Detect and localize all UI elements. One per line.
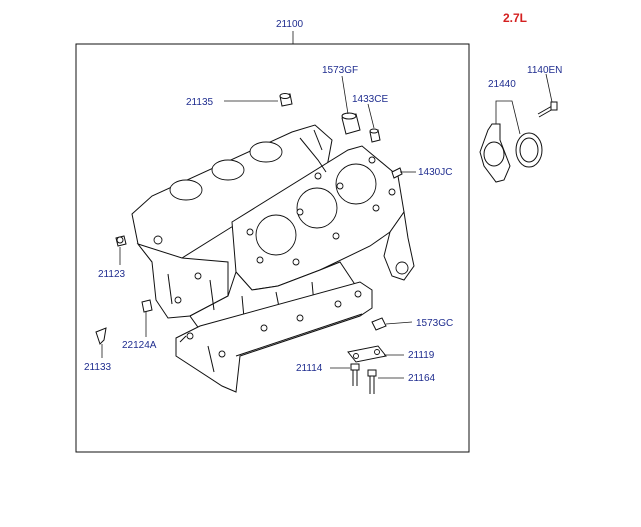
callout-1430JC[interactable]: 1430JC (418, 167, 452, 178)
callout-21440[interactable]: 21440 (488, 79, 516, 90)
part-1430JC[interactable] (391, 167, 403, 179)
assembly-frame (75, 43, 470, 453)
part-21119[interactable] (347, 345, 387, 363)
callout-21114[interactable]: 21114 (296, 363, 323, 374)
engine-variant-label: 2.7L (503, 11, 527, 25)
part-21133[interactable] (95, 327, 107, 345)
callout-22124A[interactable]: 22124A (122, 340, 157, 351)
part-21123[interactable] (115, 235, 127, 247)
callout-1573GC[interactable]: 1573GC (416, 318, 453, 329)
callout-1433CE[interactable]: 1433CE (352, 94, 388, 105)
callout-1573GF[interactable]: 1573GF (322, 65, 358, 76)
part-21164[interactable] (367, 369, 377, 394)
leader-lines (101, 73, 553, 379)
part-1573GC[interactable] (371, 317, 387, 331)
callout-21123[interactable]: 21123 (98, 269, 126, 280)
callout-21119[interactable]: 21119 (408, 350, 435, 361)
callout-21164[interactable]: 21164 (408, 373, 436, 384)
part-22124A[interactable] (141, 299, 153, 313)
part-1573GF[interactable] (341, 112, 361, 135)
part-1433CE[interactable] (369, 128, 381, 143)
part-21440[interactable] (479, 123, 543, 183)
cylinder-block-drawing (131, 124, 415, 393)
callout-21135[interactable]: 21135 (186, 97, 214, 108)
part-21114[interactable] (350, 363, 360, 386)
callout-1140EN[interactable]: 1140EN (527, 65, 562, 76)
assembly-label[interactable]: 21100 (276, 19, 304, 30)
callout-21133[interactable]: 21133 (84, 362, 112, 373)
part-1140EN[interactable] (537, 101, 558, 118)
part-21135[interactable] (279, 93, 293, 107)
